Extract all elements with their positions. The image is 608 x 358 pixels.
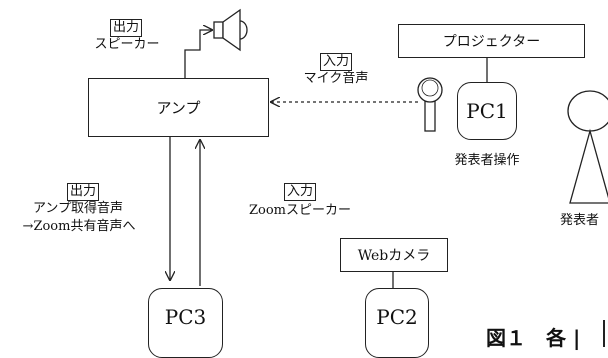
- mic-label: マイク音声: [303, 71, 369, 86]
- presenter-label: 発表者: [560, 213, 600, 228]
- amp-box: アンプ: [88, 78, 269, 137]
- speaker-label: スピーカー: [94, 37, 160, 52]
- zoom-input-tag-wrap: 入力: [275, 180, 325, 201]
- pc2-box: PC2: [365, 288, 429, 358]
- amp-output-tag: 出力: [66, 183, 99, 201]
- amp-to-speaker-arrow: [184, 30, 212, 78]
- amp-output-tag-wrap: 出力: [58, 180, 108, 201]
- pc1-box: PC1: [457, 82, 517, 140]
- speaker-output-tag-wrap: 出力: [98, 16, 154, 37]
- webcam-box: Webカメラ: [340, 238, 448, 272]
- speaker-output-tag: 出力: [109, 19, 142, 37]
- amp-label: アンプ: [156, 99, 201, 117]
- pc3-label: PC3: [164, 305, 207, 329]
- connector-layer: [0, 8, 608, 347]
- diagram-canvas: 出力 スピーカー アンプ 入力 マイク音声 プロジェクター PC1 発表者操作 …: [0, 8, 608, 358]
- speaker-icon: [213, 8, 248, 52]
- pc1-caption: 発表者操作: [454, 153, 520, 168]
- mic-input-tag: 入力: [319, 53, 352, 71]
- amp-output-line2: →Zoom共有音声へ: [22, 219, 136, 234]
- projector-box: プロジェクター: [398, 24, 585, 58]
- webcam-label: Webカメラ: [357, 248, 431, 264]
- microphone-icon: [417, 77, 443, 132]
- pc1-label: PC1: [466, 99, 508, 123]
- pc2-label: PC2: [376, 305, 418, 329]
- amp-output-line1: アンプ取得音声: [32, 201, 124, 216]
- zoom-input-label: Zoomスピーカー: [248, 203, 351, 218]
- projector-label: プロジェクター: [442, 34, 541, 50]
- presenter-figure-icon: [567, 90, 608, 204]
- figure-caption: 図１ 各 |: [486, 326, 581, 350]
- pc3-box: PC3: [148, 288, 223, 358]
- zoom-input-tag: 入力: [283, 183, 316, 201]
- mic-input-tag-wrap: 入力: [316, 50, 356, 71]
